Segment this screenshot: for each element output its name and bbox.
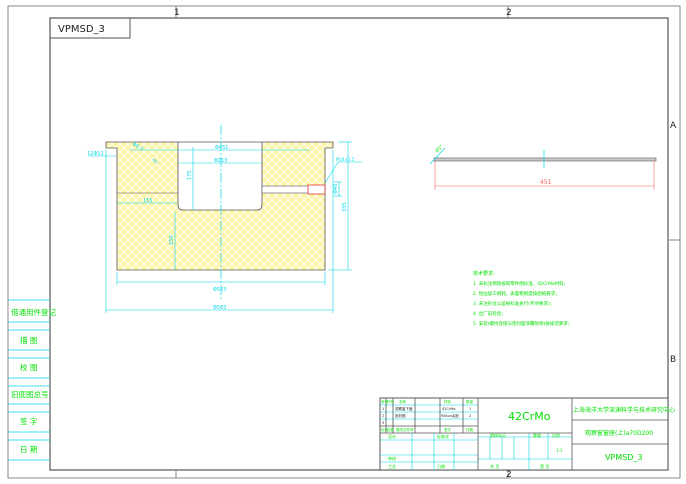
parts-row2-material: 900uro氟胶 [441,413,459,418]
zone-label-a: A [670,121,677,131]
zone-label-1: 1 [174,8,180,18]
side-label-old-number: 旧底图总号 [11,389,49,399]
label-sheet-no: 第 页 [540,463,549,469]
tech-title: 技术要求： [473,270,498,277]
side-view: 451 45° [429,144,657,190]
parts-row3-no: 3 [382,421,384,425]
dim-d523: Φ523 [213,287,226,293]
dim-175: 175 [187,170,193,180]
label-weight: 重量 [533,432,541,438]
tech-item-1: 1. 未标注倒角按照零件图标准，42CrMo材料； [473,280,568,287]
zone-label-2-bottom: 2 [506,470,512,480]
zone-label-b: B [670,355,676,365]
tech-item-4: 4. 出厂前检验； [473,310,506,317]
dim-d40: Φ40 [333,184,339,194]
side-label-signature: 签 字 [20,416,37,426]
rev-header-mark: 标记 [381,427,389,432]
tech-item-3: 3. 未注形位公差按标准执行(专项要求)； [473,300,554,307]
inner-frame [49,17,669,471]
rev-header-date: 日期 [466,427,474,432]
dim-d583: Φ583 [213,305,226,311]
dim-hole: 12Φ11 [87,151,104,157]
material: 42CrMo [508,410,551,423]
parts-row1-material: 42CrMo [442,407,456,411]
parts-row1-qty: 1 [469,407,471,411]
parts-row1-no: 1 [382,407,384,411]
dim-width-451: 451 [540,179,552,186]
dim-side-chamfer: 45° [434,144,445,155]
dim-155: 155 [143,198,153,204]
institution: 上海海洋大学深渊科学与技术研究中心 [573,406,675,414]
label-process: 工艺 [388,464,396,469]
port-thread [307,184,326,195]
parts-row1-name: 观察窗下盖 [395,406,413,411]
side-strip [8,299,50,461]
side-label-tracing: 描 图 [20,335,37,345]
drawing-id-box [49,17,131,39]
label-review: 审核 [388,455,396,461]
parts-row2-no: 2 [382,414,384,418]
dim-d451: Φ451 [215,145,228,151]
tech-requirements: 技术要求： 1. 未标注倒角按照零件图标准，42CrMo材料； 2. 锐边加工倒… [473,270,572,327]
parts-header-material: 材料 [444,399,452,404]
label-date: 日期 [437,463,445,469]
parts-header-name: 名称 [399,399,407,404]
outer-frame [7,5,681,479]
parts-header-code: 代号 [387,399,395,404]
drawing-number: VPMSD_3 [605,453,643,462]
label-sheets: 共 页 [490,463,499,469]
zone-label-2: 2 [506,8,512,18]
side-label-checking: 校 图 [20,362,37,372]
rev-header-file: 更改文件号 [396,427,414,432]
dim-thread: M24×1.5 [336,157,355,162]
title-block: 序号 代号 名称 材料 数量 1 观察窗下盖 42CrMo 1 2 密封圈 90… [379,397,675,471]
label-stage-mark: 图样标记 [490,432,506,438]
dim-d213: Φ213 [214,158,227,164]
rev-header-sign: 签字 [444,427,452,432]
parts-row2-name: 密封圈 [395,413,406,418]
body-section [105,141,334,271]
dim-150: 150 [169,235,175,245]
parts-header-qty: 数量 [466,399,474,404]
rev-header-count: 处数 [387,427,395,432]
part-name: 观察窗窗座(上)a70D200 [585,429,653,437]
scale-value: 1:1 [556,448,563,453]
front-view: Φ451 Φ213 175 155 150 Φ523 Φ583 335 Φ40 … [87,125,362,313]
label-scale: 比例 [552,432,560,438]
plate-edge [433,157,657,162]
side-label-date: 日 期 [20,445,37,454]
dim-chamfer1: Φ0.5 [131,142,144,153]
tech-item-2: 2. 锐边加工倒钝，表面粗糙度按图纸要求； [473,290,560,297]
parts-row2-qty: 2 [469,414,471,418]
label-standard: 标准化 [437,433,449,439]
dim-335: 335 [342,202,348,212]
drawing-id: VPMSD_3 [58,24,105,35]
dim-chamfer2: 45° [151,157,160,166]
side-label-registration: 借通用件登记 [11,307,56,317]
label-design: 设计 [388,433,396,439]
tech-item-5: 5. 安装(螺纹连接与密封面涂覆防锈)按规范要求； [473,320,572,327]
parts-header-no: 序号 [381,399,389,404]
